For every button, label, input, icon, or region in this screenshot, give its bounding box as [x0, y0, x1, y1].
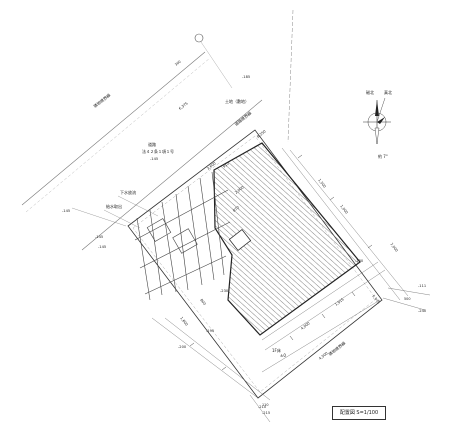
misc-label: 110 [262, 403, 268, 407]
dimension-label: 1,500 [317, 178, 327, 189]
fl-label: 1F床 [272, 347, 281, 353]
building-footprint [213, 142, 361, 336]
drawing-title: 配置図 S=1/100 [332, 406, 386, 420]
drain-leader [117, 195, 159, 217]
lot-label: 土地（敷地） [225, 98, 249, 104]
water-label: 給水取出 [106, 203, 122, 209]
dimension-label: 3,600 [206, 161, 217, 171]
road-line-inner [81, 99, 263, 251]
reference-line [287, 9, 294, 143]
level-label: -145 [62, 209, 70, 213]
road-line-outer-2 [25, 57, 211, 213]
site-boundary [127, 129, 383, 399]
setback-label: 隣地境界線 [327, 340, 346, 357]
dimension-ticks [189, 154, 373, 371]
north-arrow [363, 97, 391, 145]
parking-lattice [134, 171, 231, 301]
dimension-label: 1,915 [334, 297, 345, 306]
dimension-label: 1,000 [339, 204, 349, 215]
level-label: -215 [262, 411, 270, 415]
level-label: -240 [418, 309, 427, 313]
level-label: -145 [150, 157, 158, 161]
level-label: -195 [206, 329, 214, 333]
drain-label: 下水放流 [120, 189, 136, 195]
left-leader [71, 207, 127, 227]
angle-label: 約 7° [378, 153, 388, 159]
boundary-label-2: 道路境界線 [233, 110, 252, 127]
road-line-outer [21, 51, 206, 206]
dimension-label: 6,375 [178, 101, 189, 110]
level-label: -185 [242, 75, 250, 79]
level-label: -145 [98, 245, 106, 249]
dimension-label: 2,000 [234, 185, 245, 195]
north-label: 磁北 [366, 89, 374, 95]
dimension-label: 5,975 [371, 294, 380, 305]
level-label: -230 [220, 289, 229, 293]
road-label: 道路 [148, 141, 156, 147]
dimension-label: 4,500 [318, 351, 329, 361]
level-label: -180 [355, 259, 364, 263]
site-boundary-inner [132, 135, 377, 393]
gl-label: ±0 [280, 353, 286, 358]
true-north-label: 真北 [384, 89, 392, 95]
dimension-label: 7,000 [389, 242, 399, 253]
misc-label: 500 [404, 297, 410, 301]
utility-pole-marker [194, 33, 204, 43]
water-leader [103, 209, 141, 229]
dimension-label: 1,600 [179, 316, 189, 327]
boundary-label: 隣地境界線 [92, 92, 111, 109]
level-label: -210 [258, 405, 267, 409]
dimension-label: 910 [222, 161, 230, 169]
level-label: -145 [95, 235, 103, 239]
dimension-label: 800 [199, 298, 207, 306]
dimension-lines [151, 147, 431, 423]
pole-leader [200, 41, 233, 89]
dimension-label: 8,250 [256, 129, 267, 139]
misc-label: 300 [174, 60, 182, 67]
road-type-label: 法４２条１項１号 [142, 148, 174, 154]
entrance-box [228, 228, 252, 252]
dimension-label: 870 [232, 205, 240, 213]
dimension-label: 4,000 [300, 321, 311, 331]
level-label: -111 [418, 284, 426, 288]
level-label: -200 [178, 345, 187, 349]
